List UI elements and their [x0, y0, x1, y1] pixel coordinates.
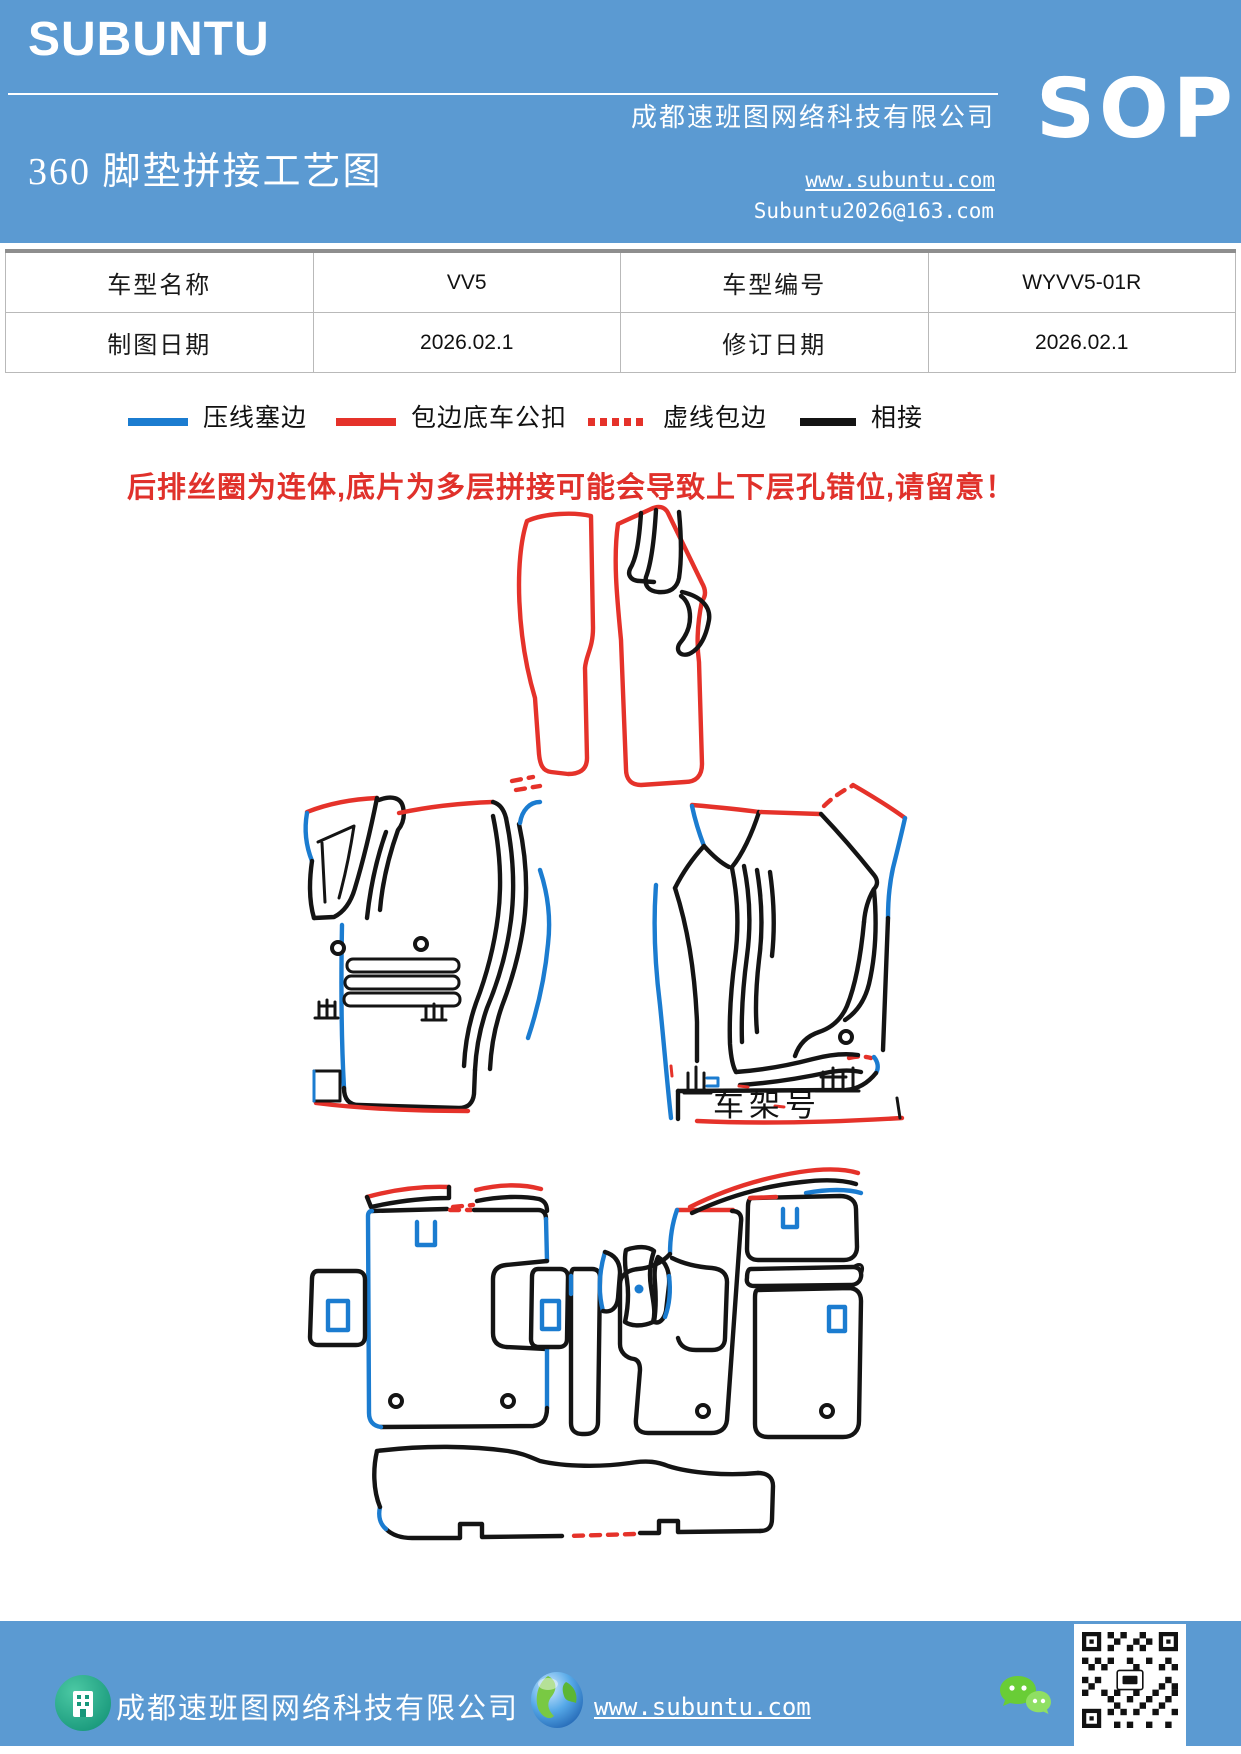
- draw-date-label: 制图日期: [5, 312, 314, 373]
- frame-number-label: 车架号: [713, 1088, 821, 1123]
- black-line-swatch: [800, 418, 856, 426]
- legend-label: 压线塞边: [203, 405, 308, 432]
- header-website-link[interactable]: www.subuntu.com: [805, 168, 995, 192]
- console-pillar-pieces: [509, 504, 712, 788]
- page-title: 360 脚垫拼接工艺图: [28, 151, 383, 193]
- trunk-strip: [372, 1444, 776, 1541]
- sop-badge: SOP: [1036, 62, 1237, 157]
- brand-logo: SUBUNTU: [28, 13, 270, 66]
- legend-label: 相接: [871, 405, 924, 432]
- table-row: 制图日期 2026.02.1 修订日期 2026.02.1: [5, 312, 1236, 373]
- legend-label: 虚线包边: [663, 405, 768, 432]
- front-left-mat: [303, 783, 552, 1114]
- revise-date-value: 2026.02.1: [927, 312, 1236, 373]
- globe-icon: [531, 1672, 583, 1728]
- footer-website-link[interactable]: www.subuntu.com: [594, 1693, 811, 1721]
- building-icon: [55, 1675, 111, 1731]
- vehicle-info-table: 车型名称 VV5 车型编号 WYVV5-01R 制图日期 2026.02.1 修…: [5, 249, 1236, 373]
- qr-code-panel: [1074, 1624, 1186, 1752]
- model-code-value: WYVV5-01R: [927, 250, 1236, 313]
- legend-item-blue: 压线塞边: [128, 404, 307, 440]
- footer-company-name: 成都速班图网络科技有限公司: [116, 1693, 520, 1725]
- footer: 成都速班图网络科技有限公司 www.subuntu.com: [0, 1621, 1241, 1752]
- draw-date-value: 2026.02.1: [312, 312, 621, 373]
- legend-label: 包边底车公扣: [411, 405, 568, 432]
- model-name-value: VV5: [312, 250, 621, 313]
- blue-line-swatch: [128, 418, 188, 426]
- header-divider: [8, 93, 998, 95]
- header: SUBUNTU 360 脚垫拼接工艺图 成都速班图网络科技有限公司 SOP ww…: [0, 0, 1241, 243]
- warning-text: 后排丝圈为连体,底片为多层拼接可能会导致上下层孔错位,请留意！: [127, 472, 1016, 504]
- legend-item-black: 相接: [800, 404, 923, 440]
- header-company-name: 成都速班图网络科技有限公司: [630, 103, 995, 132]
- qr-code-icon: [1082, 1632, 1178, 1728]
- red-dotted-line-swatch: [588, 418, 648, 426]
- revise-date-label: 修订日期: [620, 312, 929, 373]
- legend-item-dotted: 虚线包边: [588, 404, 767, 440]
- front-right-mat: 车架号: [652, 782, 908, 1125]
- header-email: Subuntu2026@163.com: [753, 199, 994, 223]
- red-line-swatch: [336, 418, 396, 426]
- legend-item-red: 包边底车公扣: [336, 404, 567, 440]
- rear-mats: [307, 1167, 864, 1440]
- model-name-label: 车型名称: [5, 250, 314, 313]
- wechat-icon: [1000, 1676, 1051, 1714]
